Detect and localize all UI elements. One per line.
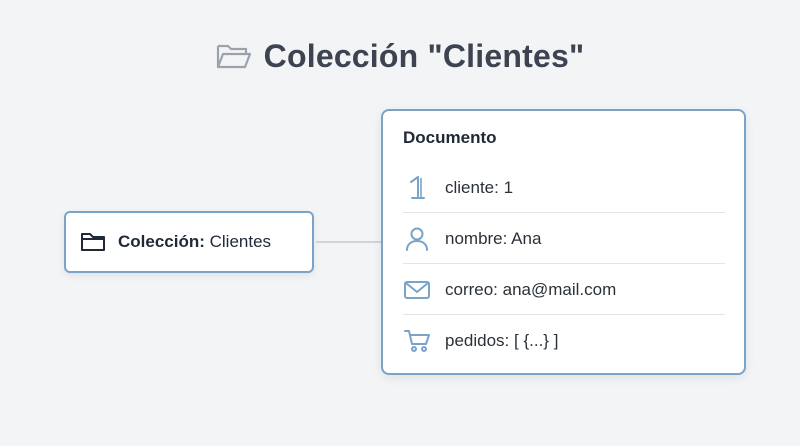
cart-icon: [403, 327, 431, 355]
collection-node[interactable]: Colección: Clientes: [64, 211, 314, 273]
page-title: Colección "Clientes": [0, 30, 800, 82]
collection-label-key: Colección:: [118, 232, 205, 251]
field-row-correo: correo: ana@mail.com: [403, 265, 725, 315]
folder-icon: [80, 231, 106, 253]
field-row-nombre: nombre: Ana: [403, 214, 725, 264]
field-cliente: cliente: 1: [445, 177, 514, 197]
collection-label: Colección: Clientes: [118, 232, 271, 252]
document-node[interactable]: Documento cliente: 1 nombre: Ana correo:…: [381, 109, 746, 375]
document-title: Documento: [403, 128, 497, 147]
field-row-pedidos: pedidos: [ {...} ]: [403, 316, 725, 366]
envelope-icon: [403, 276, 431, 304]
field-nombre: nombre: Ana: [445, 228, 542, 248]
collection-label-value: Clientes: [204, 232, 272, 251]
field-pedidos: pedidos: [ {...} ]: [445, 331, 559, 350]
user-icon: [403, 225, 431, 253]
field-row-cliente: cliente: 1: [403, 163, 725, 213]
connector-line: [316, 241, 382, 243]
page-title-text: Colección "Clientes": [263, 37, 585, 74]
folder-open-icon: [216, 42, 252, 70]
field-correo: correo: ana@mail.com: [445, 279, 617, 299]
number-one-icon: [403, 174, 431, 202]
